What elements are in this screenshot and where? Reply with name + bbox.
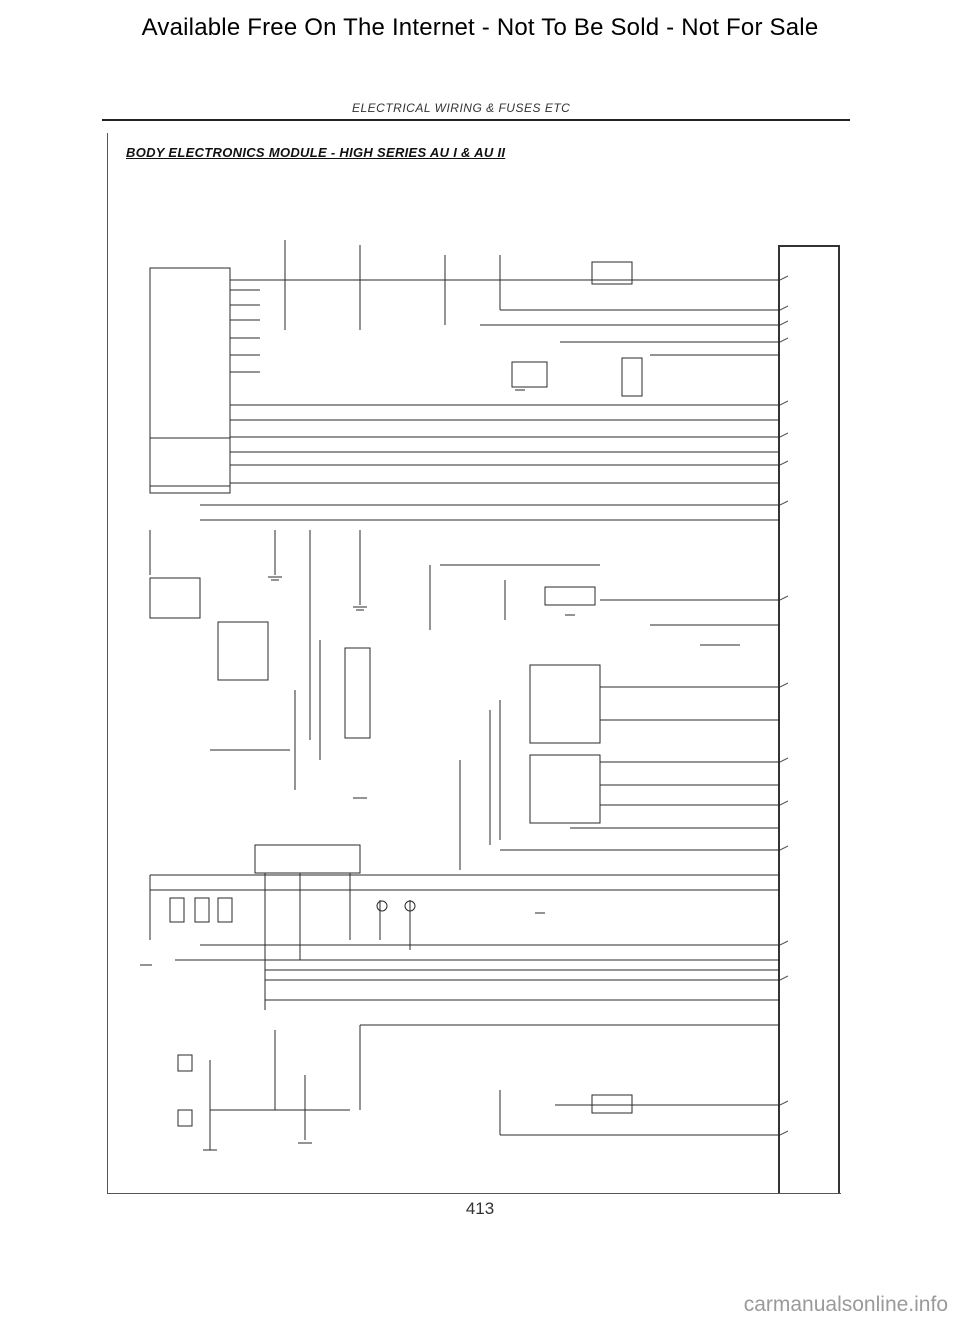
connector-block	[778, 245, 840, 1193]
top-banner: Available Free On The Internet - Not To …	[141, 14, 819, 41]
diagram-frame	[107, 133, 841, 1194]
section-header: ELECTRICAL WIRING & FUSES ETC	[352, 101, 571, 115]
bem-submodule-box	[149, 437, 231, 487]
page-number: 413	[465, 1199, 495, 1218]
footer-watermark: carmanualsonline.info	[743, 1293, 948, 1316]
bem-module-box	[149, 267, 231, 494]
header-rule	[102, 119, 850, 121]
pcm-box	[149, 577, 201, 619]
diagram-title: BODY ELECTRONICS MODULE - HIGH SERIES AU…	[126, 145, 506, 160]
